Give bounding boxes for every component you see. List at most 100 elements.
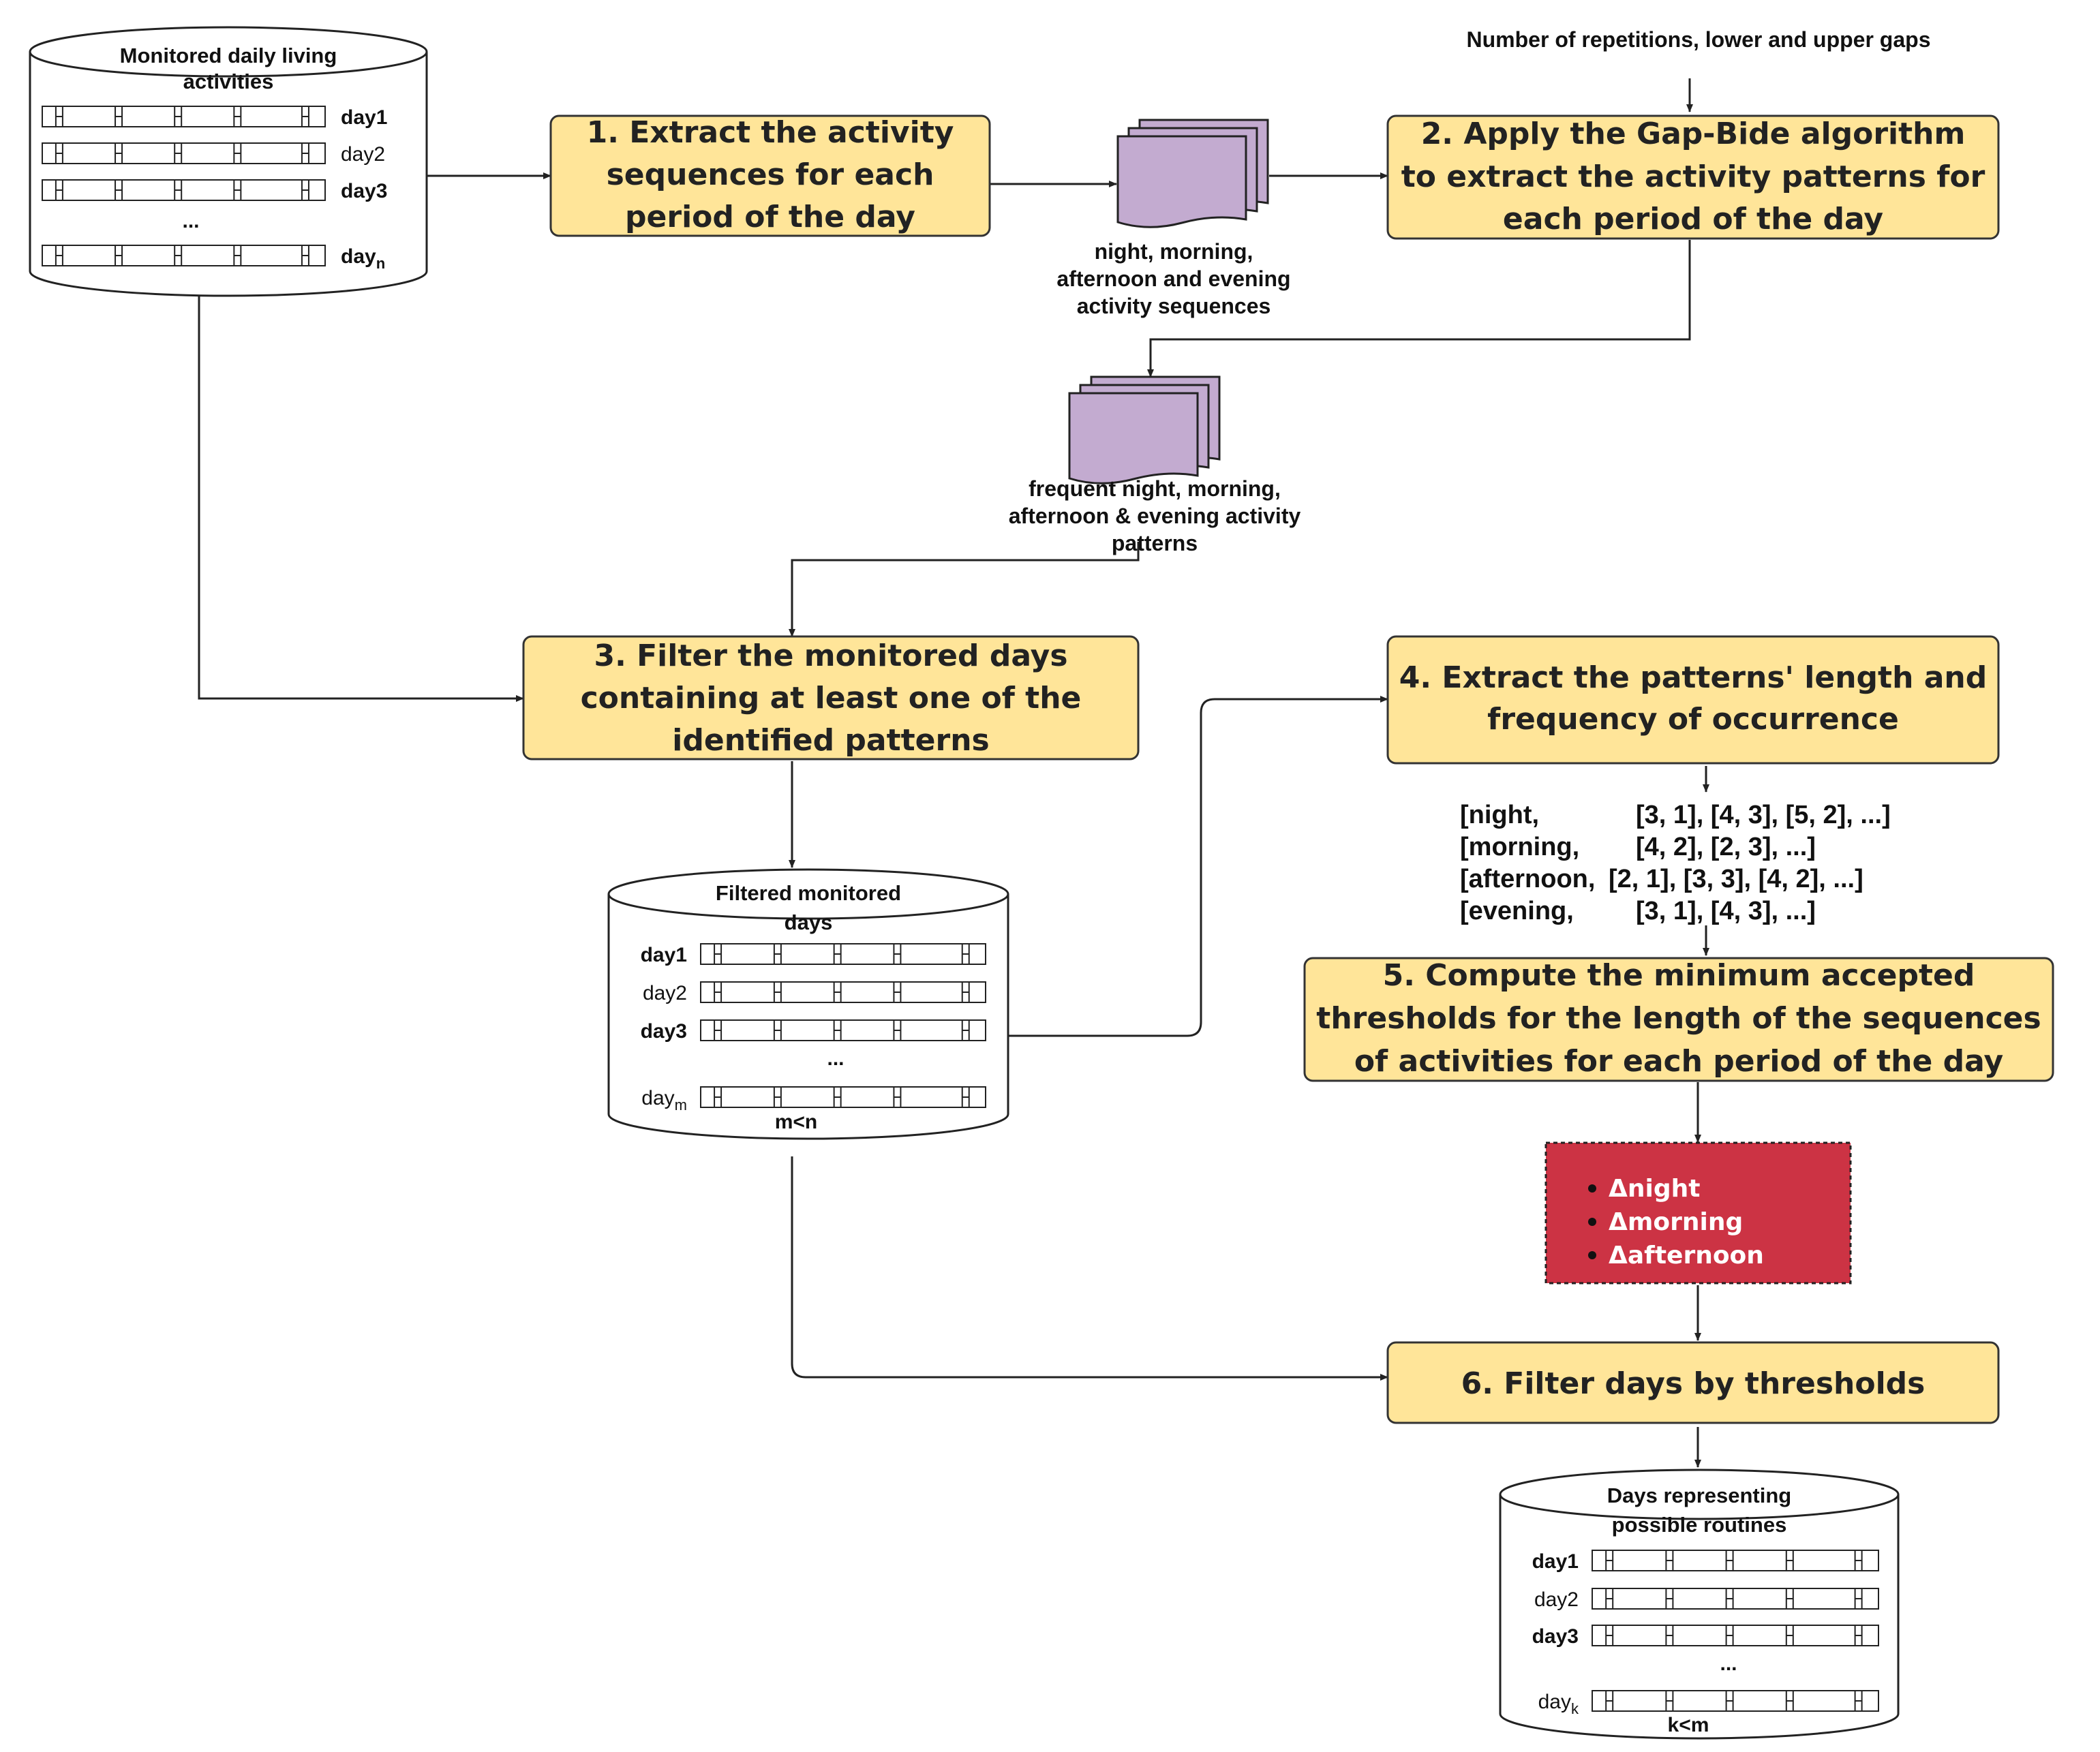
bullet-icon — [1588, 1218, 1596, 1226]
step-6: 6. Filter days by thresholds — [1386, 1341, 2000, 1424]
threshold-box: Δnight Δmorning Δafternoon — [1544, 1141, 1852, 1285]
day-row: dayk — [1538, 1690, 1879, 1717]
day-row: day2 — [643, 981, 986, 1004]
doc-sequences-caption-3: activity sequences — [1077, 294, 1271, 318]
row-ellipsis: ... — [182, 210, 199, 232]
bullet-icon — [1588, 1251, 1596, 1259]
db-routine-days: Days representing possible routines day1… — [1499, 1469, 1900, 1740]
activity-bar — [1592, 1550, 1879, 1571]
day-label: day3 — [1532, 1625, 1579, 1648]
db-filtered-days: Filtered monitored days day1day2day3...d… — [607, 868, 1009, 1140]
db-routines-top — [1499, 1469, 1900, 1520]
day-row: day1 — [641, 943, 986, 966]
threshold-night: Δnight — [1609, 1175, 1700, 1203]
threshold-box-bg — [1544, 1141, 1852, 1285]
db-filtered-title: Filtered monitored — [716, 881, 901, 905]
day-row: day1 — [42, 106, 387, 129]
day-row: day3 — [42, 179, 387, 202]
step-5: 5. Compute the minimum accepted threshol… — [1303, 957, 2054, 1082]
day-row: day3 — [1532, 1625, 1879, 1648]
step-3: 3. Filter the monitored days containing … — [522, 635, 1140, 760]
pattern-row-afternoon-period: [afternoon, — [1460, 865, 1595, 893]
step-6-line-1: 6. Filter days by thresholds — [1461, 1366, 1926, 1401]
step-4-line-1: 4. Extract the patterns' length and — [1399, 660, 1988, 695]
doc-sequences-caption-2: afternoon and evening — [1056, 266, 1290, 291]
step-4: 4. Extract the patterns' length and freq… — [1386, 635, 2000, 765]
db-routines-footer: k<m — [1668, 1714, 1709, 1736]
pattern-row-afternoon-values: [2, 1], [3, 3], [4, 2], ...] — [1609, 865, 1863, 893]
day-row: day2 — [1534, 1588, 1879, 1611]
day-label: day1 — [641, 944, 687, 966]
activity-bar — [42, 179, 326, 201]
activity-bar — [42, 142, 326, 164]
db-monitored-title: Monitored daily living — [120, 44, 337, 67]
day-label: day2 — [341, 143, 385, 166]
pattern-row-morning-period: [morning, — [1460, 833, 1579, 861]
step-1-line-1: 1. Extract the activity — [587, 115, 954, 150]
day-row: day2 — [42, 142, 385, 166]
step-6-box — [1386, 1341, 2000, 1424]
step-3-line-3: identified patterns — [672, 723, 989, 758]
activity-bar — [1592, 1690, 1879, 1712]
db-filtered-rows: day1 day2 day3... daym — [641, 943, 986, 1113]
arrow-filtered-to-step6 — [791, 1156, 1388, 1381]
activity-bar — [700, 981, 986, 1003]
step-4-line-2: frequency of occurrence — [1487, 702, 1899, 737]
activity-bar — [42, 106, 326, 127]
activity-bar — [1592, 1625, 1879, 1646]
step-2-line-3: each period of the day — [1503, 202, 1883, 236]
day-row: dayn — [42, 245, 385, 272]
activity-bar — [700, 943, 986, 965]
day-label: day1 — [341, 106, 387, 129]
step-1: 1. Extract the activity sequences for ea… — [549, 114, 991, 237]
threshold-afternoon: Δafternoon — [1609, 1242, 1764, 1270]
doc-stack-sequences: night, morning, afternoon and evening ac… — [1056, 119, 1291, 318]
step-3-line-2: containing at least one of the — [581, 681, 1082, 716]
activity-bar — [700, 1086, 986, 1108]
step-5-line-3: of activities for each period of the day — [1354, 1044, 2003, 1079]
db-filtered-top — [607, 868, 1009, 920]
db-monitored-activities: Monitored daily living activities day1da… — [29, 26, 428, 297]
pattern-row-night-values: [3, 1], [4, 3], [5, 2], ...] — [1636, 801, 1891, 829]
activity-bar — [42, 245, 326, 266]
gap-bide-parameters-label: Number of repetitions, lower and upper g… — [1467, 27, 1931, 52]
step-1-box — [549, 114, 991, 237]
doc-sheet-front — [1068, 392, 1199, 485]
day-row: daym — [641, 1086, 986, 1113]
step-2-line-1: 2. Apply the Gap-Bide algorithm — [1421, 117, 1966, 151]
pattern-row-evening-values: [3, 1], [4, 3], ...] — [1636, 897, 1816, 925]
db-filtered-title-line2: days — [785, 910, 833, 934]
db-monitored-top — [29, 26, 428, 78]
doc-stack-patterns: frequent night, morning, afternoon & eve… — [1009, 375, 1301, 555]
day-label: day3 — [641, 1020, 687, 1043]
activity-bar — [700, 1019, 986, 1041]
step-5-line-2: thresholds for the length of the sequenc… — [1316, 1001, 2041, 1036]
step-5-line-1: 5. Compute the minimum accepted — [1383, 958, 1975, 993]
doc-patterns-caption-2: afternoon & evening activity — [1009, 504, 1301, 528]
pattern-length-frequency-list: [night, [3, 1], [4, 3], [5, 2], ...] [mo… — [1460, 801, 1891, 925]
db-routines-title: Days representing — [1607, 1484, 1792, 1507]
day-label: day1 — [1532, 1550, 1579, 1573]
doc-sequences-caption-1: night, morning, — [1095, 239, 1253, 264]
day-label: day2 — [643, 982, 687, 1004]
threshold-morning: Δmorning — [1609, 1208, 1743, 1236]
pattern-row-morning-values: [4, 2], [2, 3], ...] — [1636, 833, 1816, 861]
arrow-step2-to-patterns — [1147, 240, 1691, 378]
day-label: day3 — [341, 180, 387, 202]
step-2-box — [1386, 114, 2000, 240]
db-filtered-footer: m<n — [775, 1111, 818, 1133]
pattern-row-night-period: [night, — [1460, 801, 1539, 829]
row-ellipsis: ... — [827, 1047, 844, 1070]
db-monitored-rows: day1 day2 day3... dayn — [42, 106, 387, 272]
step-3-line-1: 3. Filter the monitored days — [594, 639, 1067, 673]
db-monitored-title-line2: activities — [183, 70, 274, 93]
arrow-db-to-step3 — [198, 296, 524, 702]
pattern-row-evening-period: [evening, — [1460, 897, 1574, 925]
arrow-filtered-to-step4 — [1007, 696, 1388, 1037]
db-routines-title-line2: possible routines — [1612, 1513, 1787, 1537]
doc-patterns-caption-1: frequent night, morning, — [1029, 476, 1281, 501]
day-row: day1 — [1532, 1550, 1879, 1573]
arrow-patterns-to-step3 — [789, 542, 1140, 637]
